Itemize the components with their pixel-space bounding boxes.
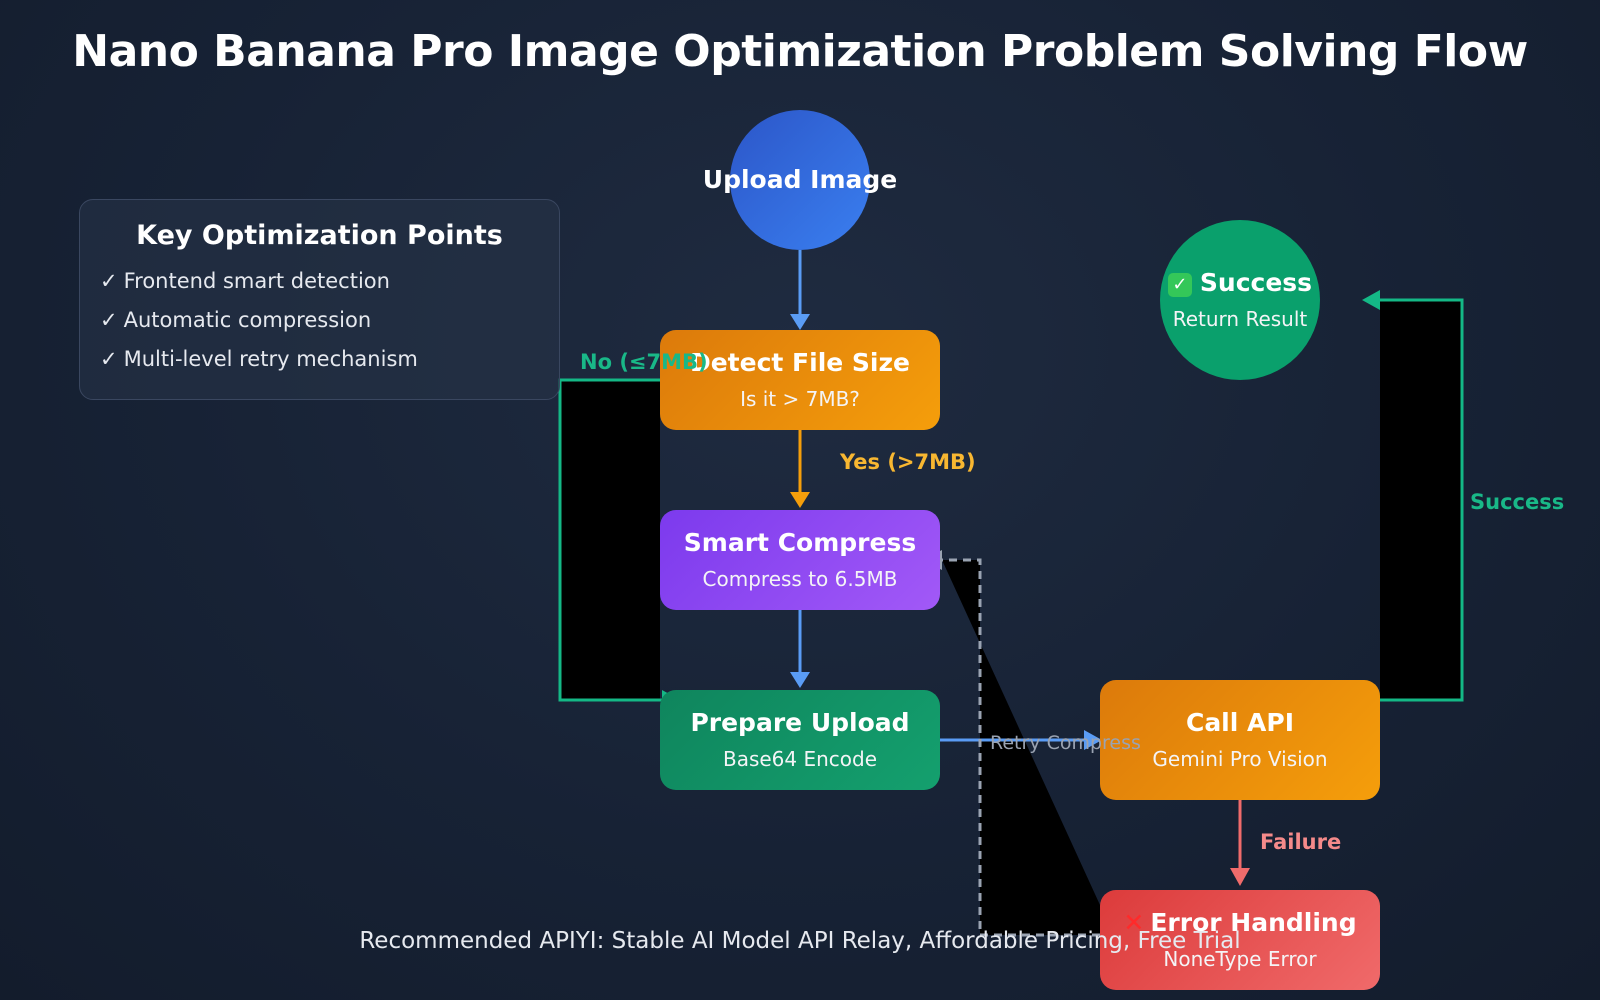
check-icon: ✓ xyxy=(100,308,118,332)
node-title: ✕Error Handling xyxy=(1123,908,1357,937)
node-smart-compress: Smart Compress Compress to 6.5MB xyxy=(660,510,940,610)
node-prepare-upload: Prepare Upload Base64 Encode xyxy=(660,690,940,790)
footer-note: Recommended APIYI: Stable AI Model API R… xyxy=(359,928,1241,954)
node-title: Smart Compress xyxy=(683,528,917,557)
node-success: ✓Success Return Result xyxy=(1160,220,1320,380)
arrowhead-compress-prepare xyxy=(790,672,810,688)
node-subtitle: Gemini Pro Vision xyxy=(1152,747,1328,771)
node-title: Upload Image xyxy=(702,165,898,194)
cross-mark-icon: ✕ xyxy=(1123,908,1145,937)
arrowhead-api-error xyxy=(1230,868,1250,886)
panel-item: ✓Automatic compression xyxy=(100,308,372,332)
node-detect-file-size: Detect File Size Is it > 7MB? xyxy=(660,330,940,430)
node-error-handling: ✕Error Handling NoneType Error xyxy=(1100,890,1380,990)
node-subtitle: Compress to 6.5MB xyxy=(702,567,898,591)
edge-label-yes: Yes (>7MB) xyxy=(840,450,976,474)
edge-label-retry: Retry Compress xyxy=(990,732,1141,754)
edge-no-branch xyxy=(558,378,664,702)
arrowhead-api-success xyxy=(1362,290,1380,310)
check-icon: ✓ xyxy=(100,347,118,371)
arrowhead-upload-detect xyxy=(790,314,810,330)
edge-label-no: No (≤7MB) xyxy=(580,350,708,374)
key-points-panel: Key Optimization Points ✓Frontend smart … xyxy=(79,199,560,400)
check-icon: ✓ xyxy=(100,269,118,293)
no-branch-fill xyxy=(560,380,660,700)
node-subtitle: Return Result xyxy=(1172,307,1308,331)
node-title: Detect File Size xyxy=(689,348,911,377)
panel-title: Key Optimization Points xyxy=(136,220,503,251)
node-subtitle: Base64 Encode xyxy=(722,747,878,771)
panel-list: ✓Frontend smart detection ✓Automatic com… xyxy=(100,269,539,371)
edge-label-success: Success xyxy=(1470,490,1565,514)
arrowhead-prepare-api xyxy=(1084,730,1102,750)
node-title: Call API xyxy=(1185,708,1295,737)
edge-api-success xyxy=(1380,298,1464,702)
edge-label-failure: Failure xyxy=(1260,830,1342,854)
edge-retry xyxy=(942,558,1100,937)
node-upload-image: Upload Image xyxy=(703,110,897,250)
node-subtitle: NoneType Error xyxy=(1163,947,1317,971)
check-mark-icon: ✓ xyxy=(1167,273,1192,297)
node-title: Prepare Upload xyxy=(690,708,910,737)
panel-item: ✓Multi-level retry mechanism xyxy=(100,347,418,371)
success-branch-fill xyxy=(1380,300,1462,700)
arrowhead-detect-compress xyxy=(790,492,810,508)
diagram-title: Nano Banana Pro Image Optimization Probl… xyxy=(72,26,1528,77)
panel-item: ✓Frontend smart detection xyxy=(100,269,390,293)
node-title: ✓Success xyxy=(1167,268,1312,298)
node-subtitle: Is it > 7MB? xyxy=(740,387,860,411)
node-call-api: Call API Gemini Pro Vision xyxy=(1100,680,1380,800)
